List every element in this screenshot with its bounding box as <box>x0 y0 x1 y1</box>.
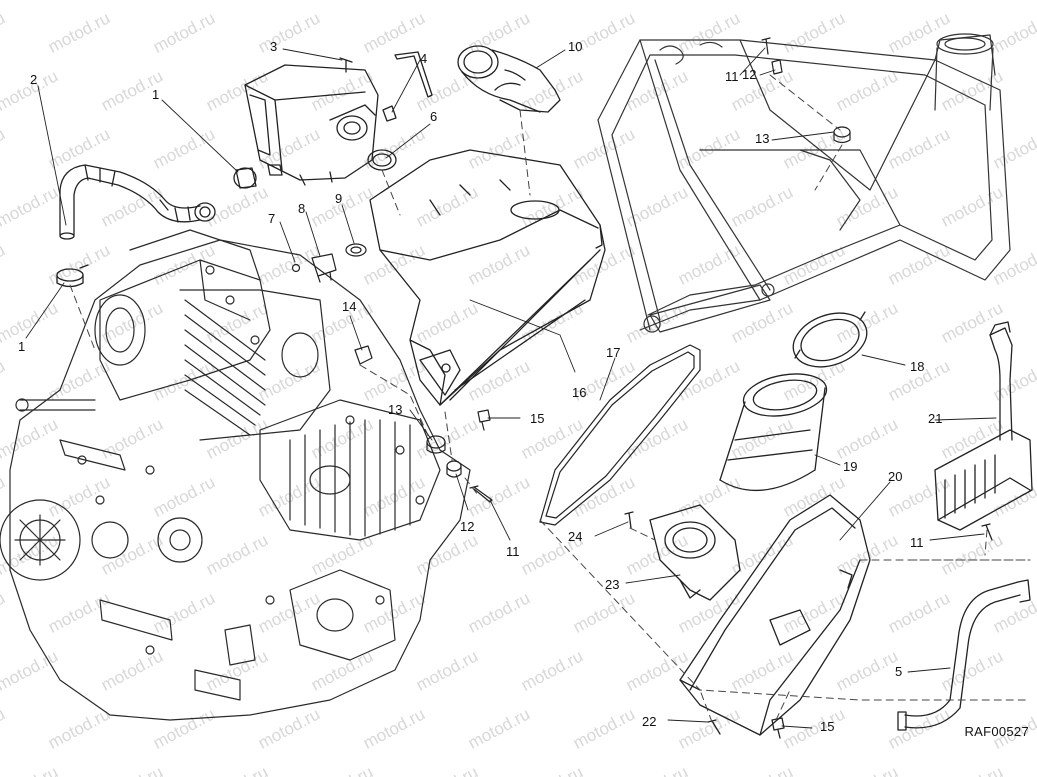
callout-22: 22 <box>642 714 657 729</box>
engine-drawing <box>0 229 471 721</box>
pipe-drawing <box>897 579 1031 731</box>
drawing-code: RAF00527 <box>964 724 1029 739</box>
callout-11-regulator: 11 <box>910 535 924 550</box>
callout-15-airbox: 15 <box>530 411 545 426</box>
mount-hardware-top <box>761 37 851 144</box>
airbox-cover-drawing <box>679 494 871 739</box>
breather-canister-drawing <box>244 51 433 186</box>
callout-1-hose-clamp: 1 <box>18 339 26 354</box>
callout-19: 19 <box>843 459 858 474</box>
airbox-drawing <box>369 149 606 406</box>
filter-housing-drawing <box>624 504 741 601</box>
callout-5: 5 <box>895 664 903 679</box>
callout-9: 9 <box>335 191 343 206</box>
callout-14: 14 <box>342 299 357 314</box>
regulator-drawing <box>934 321 1033 541</box>
callout-21: 21 <box>928 411 943 426</box>
callout-3: 3 <box>270 39 278 54</box>
callout-15-cover: 15 <box>820 719 835 734</box>
gasket-drawing <box>539 344 701 526</box>
callout-8: 8 <box>298 201 306 216</box>
callout-1-canister-clamp: 1 <box>152 87 160 102</box>
frame-drawing <box>597 33 1011 333</box>
callout-12-airbox: 12 <box>460 519 475 534</box>
air-filter-drawing <box>719 373 828 491</box>
intake-duct-drawing <box>457 45 561 113</box>
callout-23: 23 <box>605 577 620 592</box>
callout-6: 6 <box>430 109 438 124</box>
callout-20: 20 <box>888 469 903 484</box>
mount-hardware-center <box>354 345 493 503</box>
callout-24: 24 <box>568 529 583 544</box>
callout-4: 4 <box>420 51 428 66</box>
breather-hose-drawing <box>56 164 257 288</box>
small-parts-7-8-9 <box>291 243 367 283</box>
leader-lines <box>25 47 997 729</box>
callout-13-frame: 13 <box>755 131 770 146</box>
callout-11-airbox: 11 <box>506 544 520 559</box>
callout-10: 10 <box>568 39 583 54</box>
callout-12-frame: 12 <box>742 67 757 82</box>
callout-16: 16 <box>572 385 587 400</box>
callout-7: 7 <box>268 211 276 226</box>
callout-2: 2 <box>30 72 38 87</box>
callout-13-airbox: 13 <box>388 402 403 417</box>
callout-17: 17 <box>606 345 621 360</box>
callout-11-frame: 11 <box>725 69 739 84</box>
filter-ring-drawing <box>792 311 868 368</box>
assembly-lines <box>69 74 1031 723</box>
callout-18: 18 <box>910 359 925 374</box>
